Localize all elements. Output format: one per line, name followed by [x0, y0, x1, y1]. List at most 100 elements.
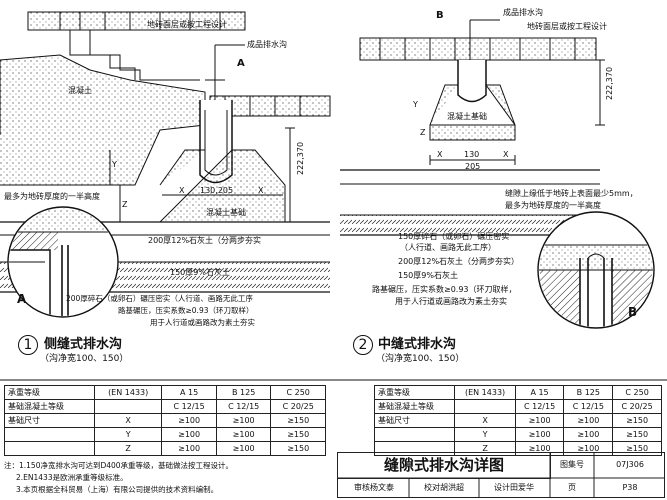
left-layer1: 200厚12%石灰土（分两步夯实	[148, 236, 262, 245]
left-detail-tag: A	[17, 292, 27, 306]
table-cell: ≥100	[161, 441, 217, 456]
left-caption-title: 侧缝式排水沟	[44, 337, 123, 352]
left-dim-width: 130,205	[200, 186, 234, 195]
table-cell: ≥100	[215, 427, 272, 442]
right-layer1: 150厚碎石（或卵石）碾压密实	[398, 232, 510, 241]
page-label: 页	[568, 483, 576, 492]
table-cell: ≥150	[612, 413, 662, 428]
table-cell: C 12/15	[215, 399, 272, 414]
table-cell: C 250	[270, 385, 326, 400]
table-cell: ≥100	[215, 413, 272, 428]
table-cell: ≥100	[563, 413, 614, 428]
table-cell: X	[93, 413, 163, 428]
right-x1: X	[437, 150, 443, 159]
right-base-label: 混凝土基础	[447, 112, 487, 121]
left-paving-label: 地砖面层或按工程设计	[147, 20, 227, 29]
table-cell	[454, 399, 516, 414]
table-header-row: 承重等级 (EN 1433) A 15 B 125 C 250	[4, 385, 326, 400]
table-cell: 基础尺寸	[373, 413, 456, 428]
left-y: Y	[112, 160, 117, 169]
left-layer3a: 200厚碎石（或卵石）碾压密实（人行道、画路无此工序	[66, 294, 253, 303]
table-row: 基础尺寸 X ≥100 ≥100 ≥150	[373, 413, 662, 428]
right-layer4b: 用于人行道或画路改为素土夯实	[395, 297, 507, 306]
table-row: Y ≥100 ≥100 ≥150	[4, 427, 326, 442]
note-2: 2.EN1433是欧洲承重等级标准。	[16, 473, 128, 482]
table-header-row: 承重等级 (EN 1433) A 15 B 125 C 250	[373, 385, 662, 400]
table-cell: ≥100	[514, 427, 565, 442]
table-cell	[4, 427, 95, 442]
table-cell	[373, 427, 456, 442]
right-layer1b: （人行道、画路无此工序）	[400, 243, 496, 252]
right-z: Z	[420, 128, 426, 137]
table-cell: ≥150	[612, 427, 662, 442]
right-caption-number: 2	[353, 335, 373, 355]
table-cell: (EN 1433)	[454, 385, 516, 400]
right-caption-subtitle: （沟净宽100、150）	[376, 354, 465, 364]
table-cell: ≥150	[270, 441, 326, 456]
right-layer2: 200厚12%石灰土（分两步夯实）	[398, 257, 520, 266]
table-cell: Y	[93, 427, 163, 442]
table-cell: B 125	[215, 385, 272, 400]
right-dim-height: 222,370	[605, 66, 614, 100]
left-dim-height: 222,370	[296, 141, 305, 175]
table-row: 基础混凝土等级 C 12/15 C 12/15 C 20/25	[4, 399, 326, 414]
atlas-number: 07J306	[616, 460, 644, 469]
left-base-label: 混凝土基础	[206, 208, 246, 217]
right-detail-tag: B	[628, 305, 638, 319]
table-cell: ≥100	[514, 413, 565, 428]
table-cell: (EN 1433)	[93, 385, 163, 400]
right-spec-table: 承重等级 (EN 1433) A 15 B 125 C 250 基础混凝土等级 …	[373, 385, 662, 456]
designer: 设计田爱华	[494, 483, 534, 492]
table-cell: C 20/25	[270, 399, 326, 414]
title-block-grid	[338, 453, 664, 497]
table-cell: Z	[93, 441, 163, 456]
table-cell: 基础尺寸	[4, 413, 95, 428]
table-row: 基础混凝土等级 C 12/15 C 12/15 C 20/25	[373, 399, 662, 414]
table-cell: C 250	[612, 385, 662, 400]
right-dim-130: 130	[464, 150, 480, 159]
reviewer: 审核杨文泰	[354, 483, 394, 492]
table-cell	[4, 441, 95, 456]
table-cell: A 15	[514, 385, 565, 400]
right-note1: 缝隙上缘低于地砖上表面最少5mm，	[505, 189, 638, 198]
right-channel-label: 成品排水沟	[503, 8, 543, 17]
left-layer2: 150厚9%石灰土	[170, 268, 230, 277]
table-cell: C 12/15	[514, 399, 565, 414]
notes: 注：1.150净宽排水沟可达到D400承重等级，基础做法按工程设计。 2.EN1…	[4, 460, 233, 496]
right-section	[340, 19, 605, 236]
table-cell: 基础混凝土等级	[4, 399, 95, 414]
table-cell: X	[454, 413, 516, 428]
table-cell: 基础混凝土等级	[373, 399, 456, 414]
atlas-label: 图集号	[560, 460, 584, 469]
table-row: Z ≥100 ≥100 ≥150	[4, 441, 326, 456]
right-detail-circle	[537, 211, 655, 329]
table-cell: ≥100	[215, 441, 272, 456]
table-cell: 承重等级	[373, 385, 456, 400]
table-cell: ≥150	[270, 427, 326, 442]
table-cell: C 12/15	[563, 399, 614, 414]
table-cell: ≥100	[161, 427, 217, 442]
left-section-ref: A	[237, 58, 245, 69]
table-cell: Y	[454, 427, 516, 442]
table-row: 基础尺寸 X ≥100 ≥100 ≥150	[4, 413, 326, 428]
note-1: 注：1.150净宽排水沟可达到D400承重等级，基础做法按工程设计。	[4, 461, 234, 470]
right-note2: 最多为地砖厚度的一半高度	[505, 201, 601, 210]
table-cell: ≥100	[563, 427, 614, 442]
right-y: Y	[413, 100, 418, 109]
table-cell: B 125	[563, 385, 614, 400]
right-layer3: 150厚9%石灰土	[398, 271, 458, 280]
title-block: 缝隙式排水沟详图 图集号 07J306 审核杨文泰 校对胡洪超 设计田爱华 页 …	[337, 452, 665, 498]
right-dim-205: 205	[465, 162, 481, 171]
table-cell: A 15	[161, 385, 217, 400]
right-layer4a: 路基碾压，压实系数≥0.93（环刀取样，	[372, 285, 517, 294]
left-x1: X	[179, 186, 185, 195]
table-cell: 承重等级	[4, 385, 95, 400]
left-z: Z	[122, 200, 128, 209]
note-3: 3.本页根据全科贸易（上海）有限公司提供的技术资料编制。	[16, 485, 219, 494]
table-cell: ≥150	[270, 413, 326, 428]
table-cell: C 20/25	[612, 399, 662, 414]
left-layer3b: 路基碾压，压实系数≥0.93（环刀取样）	[118, 306, 254, 315]
left-spec-table: 承重等级 (EN 1433) A 15 B 125 C 250 基础混凝土等级 …	[4, 385, 326, 456]
left-x2: X	[258, 186, 264, 195]
